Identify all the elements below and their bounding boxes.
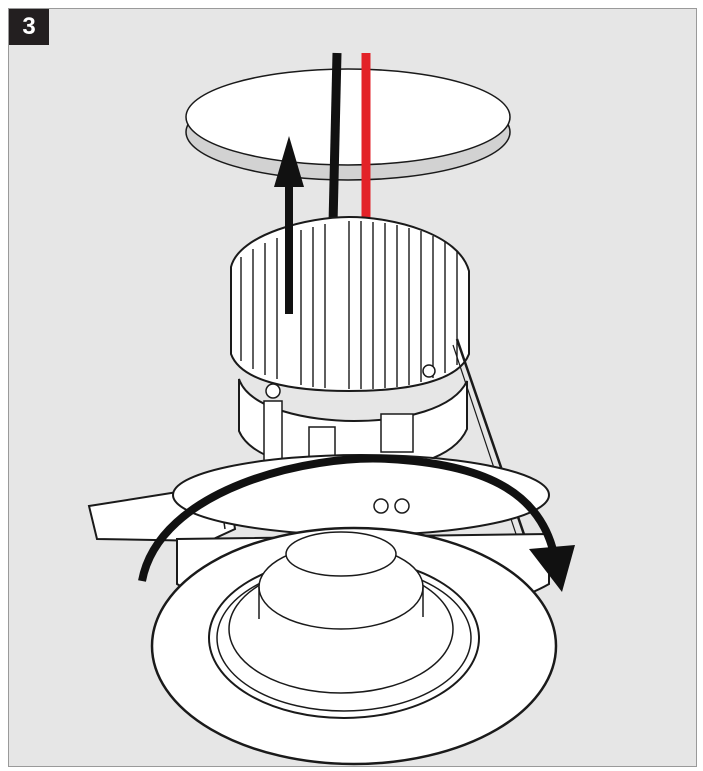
trim-band: [172, 454, 550, 536]
black-wire: [328, 52, 342, 225]
rotate-clockwise-arrow: [138, 454, 575, 592]
ceiling-opening: [185, 68, 511, 181]
straight-up-arrow: [274, 136, 304, 314]
trim-flange: [150, 526, 558, 766]
instruction-panel: 3: [8, 8, 697, 767]
downlight-illustration: [87, 52, 575, 766]
heat-sink: [230, 215, 470, 393]
step-number-badge: 3: [9, 9, 49, 45]
